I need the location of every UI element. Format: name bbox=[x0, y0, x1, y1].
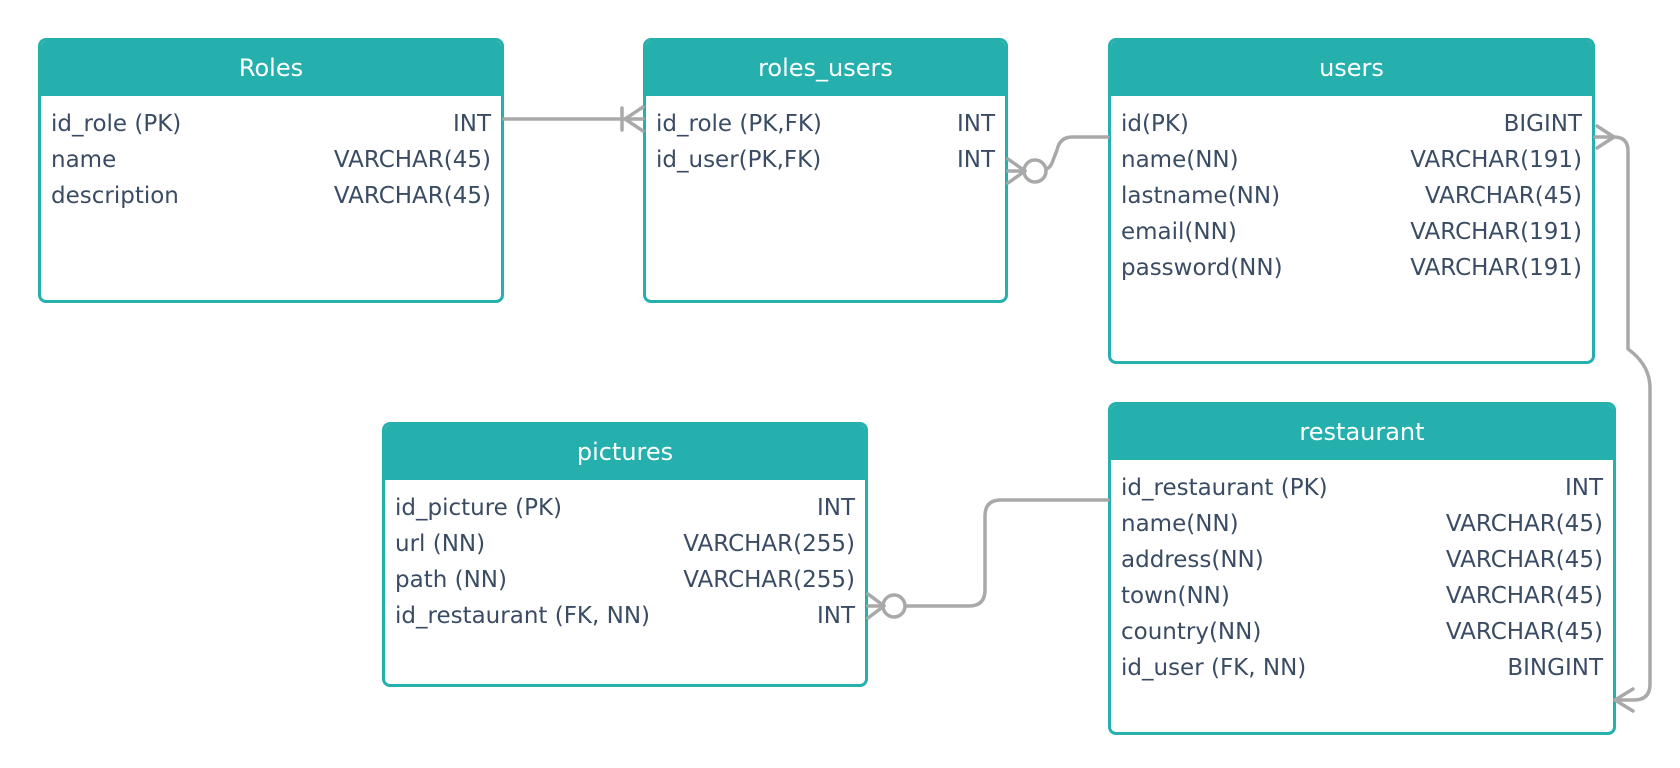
attribute-name: url (NN) bbox=[395, 531, 486, 557]
attribute-name: id_user (FK, NN) bbox=[1121, 655, 1307, 681]
attribute-row[interactable]: town(NN) VARCHAR(45) bbox=[1121, 578, 1603, 614]
attribute-name: name bbox=[51, 147, 117, 173]
attribute-row[interactable]: id_picture (PK) INT bbox=[395, 490, 855, 526]
attribute-row[interactable]: country(NN) VARCHAR(45) bbox=[1121, 614, 1603, 650]
attribute-type: VARCHAR(45) bbox=[1445, 547, 1603, 573]
attribute-name: id(PK) bbox=[1121, 111, 1189, 137]
attribute-type: BIGINT bbox=[1503, 111, 1582, 137]
entity-title: roles_users bbox=[646, 41, 1005, 96]
attribute-name: name(NN) bbox=[1121, 147, 1239, 173]
entity-pictures[interactable]: pictures id_picture (PK) INT url (NN) VA… bbox=[382, 422, 868, 687]
attribute-type: VARCHAR(45) bbox=[1445, 583, 1603, 609]
attribute-name: id_restaurant (FK, NN) bbox=[395, 603, 651, 629]
attribute-name: id_role (PK,FK) bbox=[656, 111, 822, 137]
attribute-name: id_restaurant (PK) bbox=[1121, 475, 1328, 501]
attribute-row[interactable]: id_user(PK,FK) INT bbox=[656, 142, 995, 178]
attribute-row[interactable]: id(PK) BIGINT bbox=[1121, 106, 1582, 142]
attribute-name: id_user(PK,FK) bbox=[656, 147, 822, 173]
attribute-row[interactable]: name(NN) VARCHAR(191) bbox=[1121, 142, 1582, 178]
attribute-type: VARCHAR(255) bbox=[683, 567, 855, 593]
attribute-row[interactable]: email(NN) VARCHAR(191) bbox=[1121, 214, 1582, 250]
attribute-name: password(NN) bbox=[1121, 255, 1283, 281]
attribute-type: INT bbox=[956, 147, 995, 173]
entity-title: pictures bbox=[385, 425, 865, 480]
attribute-row[interactable]: id_restaurant (PK) INT bbox=[1121, 470, 1603, 506]
attribute-type: INT bbox=[816, 495, 855, 521]
attribute-row[interactable]: id_role (PK,FK) INT bbox=[656, 106, 995, 142]
attribute-name: name(NN) bbox=[1121, 511, 1239, 537]
entity-roles[interactable]: Roles id_role (PK) INT name VARCHAR(45) … bbox=[38, 38, 504, 303]
entity-users[interactable]: users id(PK) BIGINT name(NN) VARCHAR(191… bbox=[1108, 38, 1595, 364]
attribute-row[interactable]: id_user (FK, NN) BINGINT bbox=[1121, 650, 1603, 686]
entity-title: Roles bbox=[41, 41, 501, 96]
attribute-row[interactable]: lastname(NN) VARCHAR(45) bbox=[1121, 178, 1582, 214]
attribute-row[interactable]: url (NN) VARCHAR(255) bbox=[395, 526, 855, 562]
attribute-type: VARCHAR(45) bbox=[333, 183, 491, 209]
relationship-users-roles-users[interactable] bbox=[1006, 135, 1110, 185]
entity-roles-users[interactable]: roles_users id_role (PK,FK) INT id_user(… bbox=[643, 38, 1008, 303]
attribute-type: VARCHAR(45) bbox=[333, 147, 491, 173]
attribute-row[interactable]: name VARCHAR(45) bbox=[51, 142, 491, 178]
attribute-name: address(NN) bbox=[1121, 547, 1264, 573]
attribute-name: path (NN) bbox=[395, 567, 507, 593]
attribute-type: INT bbox=[1564, 475, 1603, 501]
attribute-row[interactable]: path (NN) VARCHAR(255) bbox=[395, 562, 855, 598]
attribute-name: town(NN) bbox=[1121, 583, 1230, 609]
entity-title: users bbox=[1111, 41, 1592, 96]
attribute-type: VARCHAR(191) bbox=[1410, 147, 1582, 173]
attribute-row[interactable]: password(NN) VARCHAR(191) bbox=[1121, 250, 1582, 286]
attribute-type: VARCHAR(45) bbox=[1424, 183, 1582, 209]
attribute-row[interactable]: name(NN) VARCHAR(45) bbox=[1121, 506, 1603, 542]
attribute-name: country(NN) bbox=[1121, 619, 1262, 645]
attribute-name: description bbox=[51, 183, 179, 209]
attribute-type: INT bbox=[956, 111, 995, 137]
entity-title: restaurant bbox=[1111, 405, 1613, 460]
attribute-type: INT bbox=[452, 111, 491, 137]
attribute-type: VARCHAR(45) bbox=[1445, 511, 1603, 537]
relationship-roles-roles-users[interactable] bbox=[502, 105, 645, 133]
attribute-type: VARCHAR(45) bbox=[1445, 619, 1603, 645]
attribute-name: id_role (PK) bbox=[51, 111, 182, 137]
attribute-name: id_picture (PK) bbox=[395, 495, 563, 521]
attribute-row[interactable]: address(NN) VARCHAR(45) bbox=[1121, 542, 1603, 578]
attribute-type: VARCHAR(191) bbox=[1410, 219, 1582, 245]
attribute-name: email(NN) bbox=[1121, 219, 1237, 245]
attribute-type: VARCHAR(191) bbox=[1410, 255, 1582, 281]
relationship-restaurant-pictures[interactable] bbox=[866, 498, 1110, 620]
attribute-type: BINGINT bbox=[1507, 655, 1603, 681]
attribute-row[interactable]: description VARCHAR(45) bbox=[51, 178, 491, 214]
attribute-row[interactable]: id_restaurant (FK, NN) INT bbox=[395, 598, 855, 634]
attribute-type: VARCHAR(255) bbox=[683, 531, 855, 557]
entity-restaurant[interactable]: restaurant id_restaurant (PK) INT name(N… bbox=[1108, 402, 1616, 735]
attribute-row[interactable]: id_role (PK) INT bbox=[51, 106, 491, 142]
attribute-name: lastname(NN) bbox=[1121, 183, 1281, 209]
attribute-type: INT bbox=[816, 603, 855, 629]
